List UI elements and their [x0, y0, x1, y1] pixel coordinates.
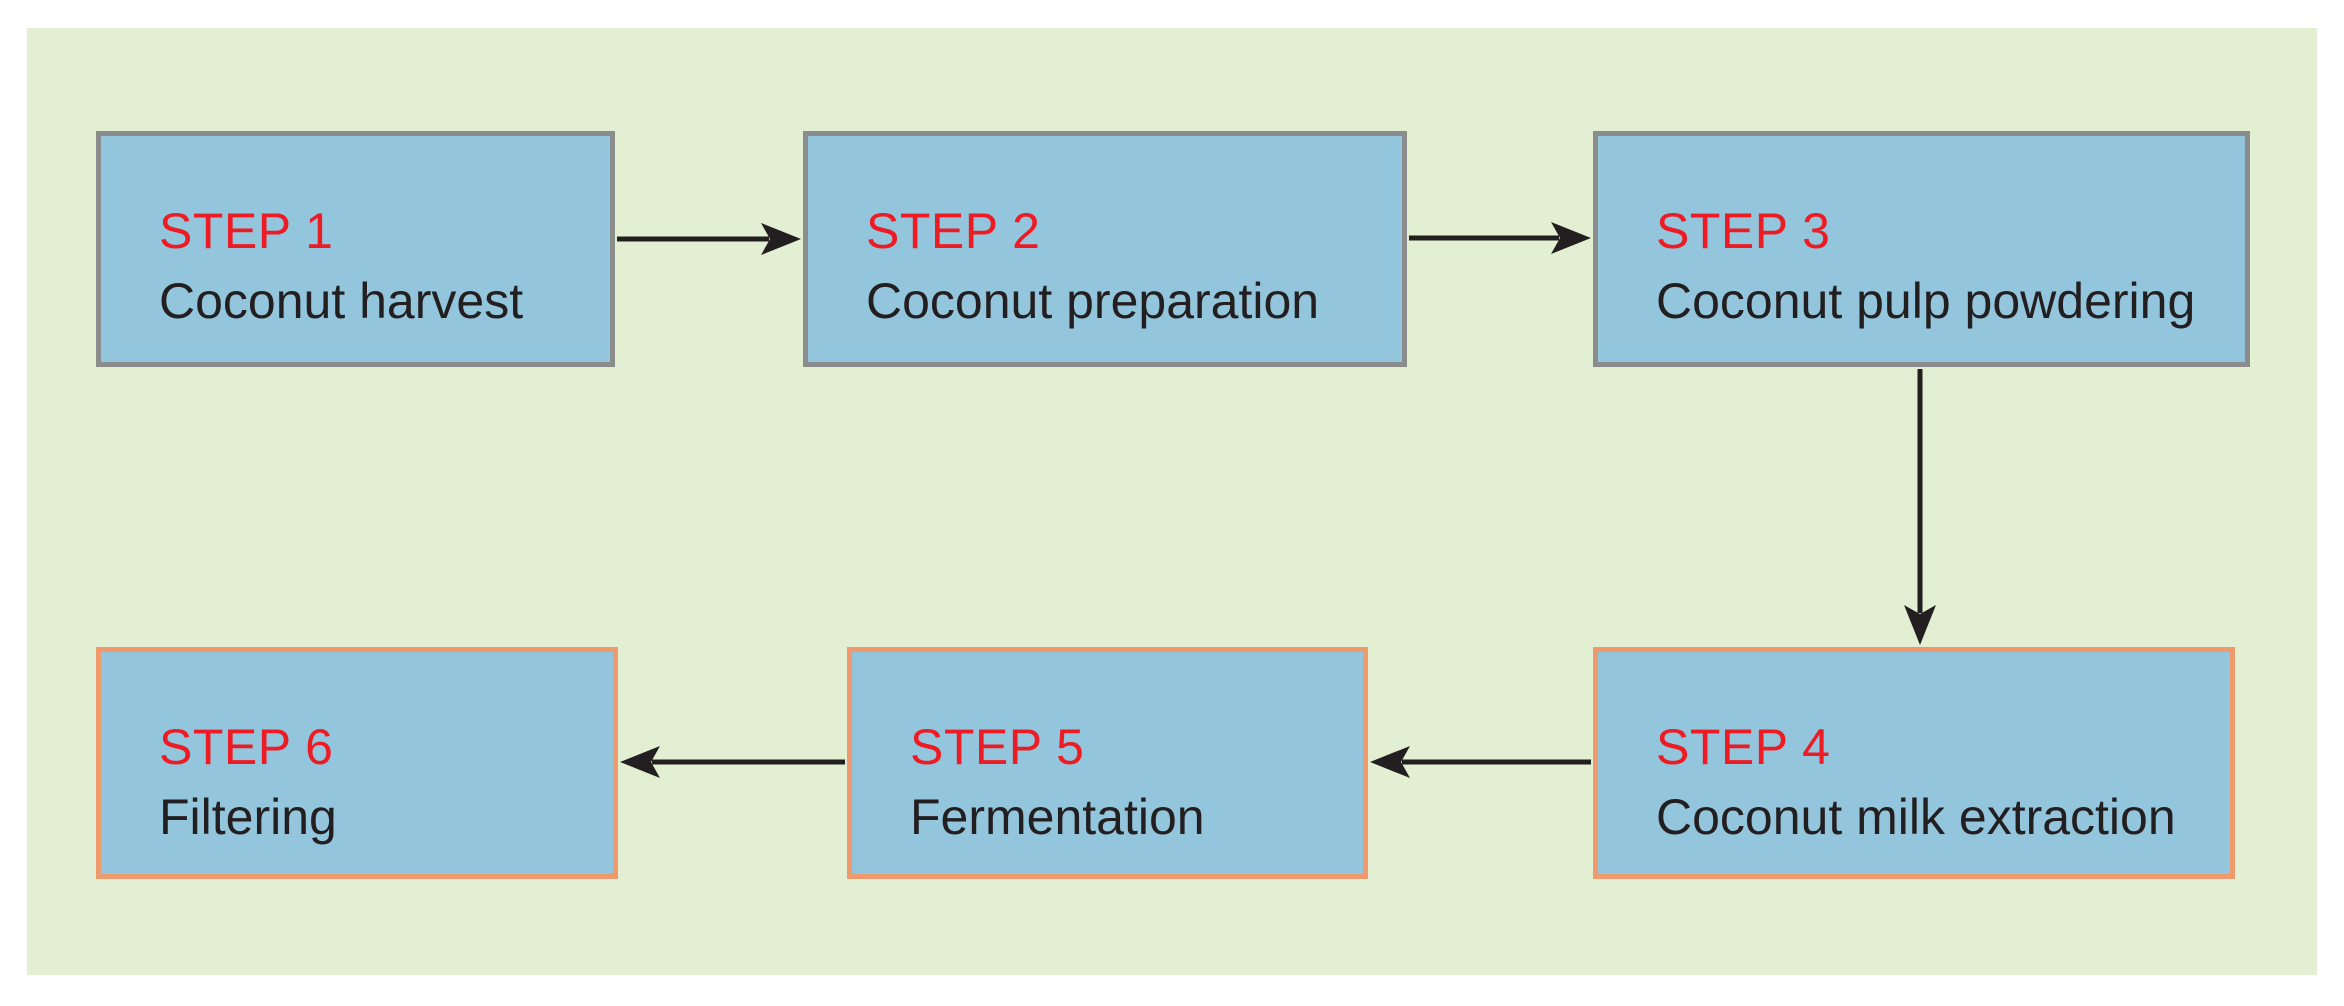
step-number-label: STEP 3 — [1656, 203, 1831, 259]
flow-step-box-2: STEP 2 Coconut preparation — [803, 131, 1407, 367]
flow-step-box-3: STEP 3 Coconut pulp powdering — [1593, 131, 2250, 367]
step-description: Filtering — [159, 789, 337, 845]
step-number-label: STEP 1 — [159, 203, 334, 259]
step-description: Fermentation — [910, 789, 1205, 845]
flow-step-box-4: STEP 4 Coconut milk extraction — [1593, 647, 2235, 879]
step-description: Coconut preparation — [866, 273, 1320, 329]
flow-step-box-5: STEP 5 Fermentation — [847, 647, 1368, 879]
step-number-label: STEP 6 — [159, 719, 334, 775]
step-number-label: STEP 2 — [866, 203, 1041, 259]
step-description: Coconut milk extraction — [1656, 789, 2176, 845]
flow-step-box-6: STEP 6 Filtering — [96, 647, 618, 879]
flow-step-box-1: STEP 1 Coconut harvest — [96, 131, 615, 367]
step-number-label: STEP 4 — [1656, 719, 1831, 775]
step-description: Coconut pulp powdering — [1656, 273, 2196, 329]
step-number-label: STEP 5 — [910, 719, 1085, 775]
step-description: Coconut harvest — [159, 273, 524, 329]
diagram-panel: STEP 1 Coconut harvest STEP 2 Coconut pr… — [27, 28, 2317, 975]
